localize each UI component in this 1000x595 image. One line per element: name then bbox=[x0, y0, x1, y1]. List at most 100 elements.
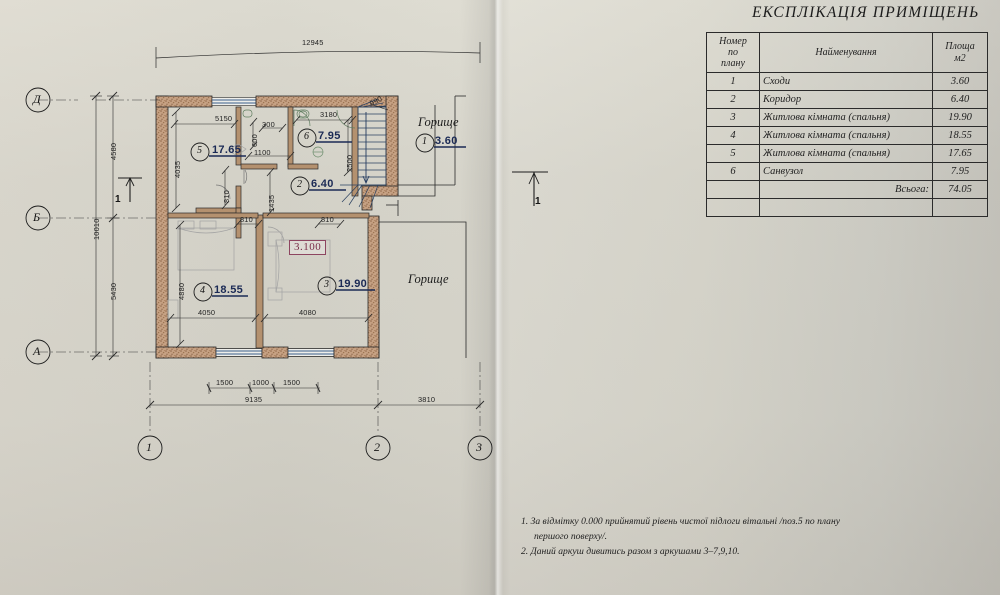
table-empty-row bbox=[706, 198, 988, 217]
inner-dim-810-left: 810 bbox=[222, 190, 231, 203]
table-header-row: Номер по плану Найменування Площа м2 bbox=[706, 32, 988, 73]
cell-area: 7.95 bbox=[932, 162, 988, 181]
bathroom-fixtures bbox=[242, 109, 310, 119]
bottom-dimension-lines bbox=[145, 382, 485, 410]
section-marker-label-right: 1 bbox=[535, 196, 541, 207]
top-overall-dimension-label: 12945 bbox=[302, 38, 324, 47]
room-area-1: 3.60 bbox=[435, 135, 458, 147]
cell-area: 3.60 bbox=[932, 72, 988, 91]
cell-name: Житлова кімната (спальня) bbox=[759, 144, 933, 163]
paper-fold-shadow bbox=[489, 0, 503, 595]
inner-dimension-ticks bbox=[166, 103, 389, 349]
inner-dim-600: 600 bbox=[250, 134, 259, 147]
inner-dim-810-bottom-left: 810 bbox=[240, 215, 253, 224]
room-area-5: 17.65 bbox=[212, 144, 242, 156]
attic-label-bottom: Горище bbox=[408, 272, 449, 286]
inner-dim-5150: 5150 bbox=[215, 114, 233, 123]
table-row: 6 Санвузол 7.95 bbox=[706, 162, 988, 181]
total-area: 74.05 bbox=[932, 180, 988, 199]
cell-name: Житлова кімната (спальня) bbox=[759, 126, 933, 145]
top-overall-dimension bbox=[155, 42, 481, 68]
left-dim-4580: 4580 bbox=[109, 142, 118, 160]
grid-label-d: Д bbox=[33, 92, 41, 106]
room-area-2: 6.40 bbox=[311, 178, 334, 190]
bottom-dim-9135: 9135 bbox=[245, 395, 263, 404]
cell-name: Сходи bbox=[759, 72, 933, 91]
inner-dim-4050: 4050 bbox=[198, 308, 216, 317]
table-row: 3 Житлова кімната (спальня) 19.90 bbox=[706, 108, 988, 127]
note-2: 2. Даний аркуш дивитись разом з аркушами… bbox=[521, 545, 740, 557]
bottom-subdim-1500-right: 1500 bbox=[283, 378, 301, 387]
attic-outline bbox=[378, 95, 467, 358]
table-total-row: Всьога: 74.05 bbox=[706, 180, 988, 199]
table-row: 4 Житлова кімната (спальня) 18.55 bbox=[706, 126, 988, 145]
cell-number: 2 bbox=[706, 90, 760, 109]
furniture bbox=[167, 143, 331, 319]
table-row: 2 Коридор 6.40 bbox=[706, 90, 988, 109]
grid-lines bbox=[38, 99, 481, 432]
table-row: 5 Житлова кімната (спальня) 17.65 bbox=[706, 144, 988, 163]
explication-table: Номер по плану Найменування Площа м2 1 С… bbox=[706, 32, 988, 217]
cell-number: 5 bbox=[706, 144, 760, 163]
room-area-3: 19.90 bbox=[338, 278, 368, 290]
room-area-4: 18.55 bbox=[214, 284, 244, 296]
exterior-walls bbox=[155, 95, 399, 359]
elevation-marker-3100: 3.100 bbox=[289, 240, 327, 255]
bottom-subdim-1000: 1000 bbox=[252, 378, 270, 387]
explication-title: ЕКСПЛІКАЦІЯ ПРИМІЩЕНЬ bbox=[752, 4, 980, 21]
bottom-subdim-1500-left: 1500 bbox=[216, 378, 234, 387]
cell-number: 1 bbox=[706, 72, 760, 91]
inner-dim-810-bottom-right: 810 bbox=[321, 215, 334, 224]
table-row: 1 Сходи 3.60 bbox=[706, 72, 988, 91]
room-number-bubbles bbox=[190, 128, 466, 302]
cell-empty bbox=[706, 198, 760, 217]
room-number-2: 2 bbox=[297, 179, 302, 190]
drawing-notes: 1. За відмітку 0.000 прийнятий рівень чи… bbox=[521, 515, 971, 560]
cell-empty bbox=[759, 198, 933, 217]
room-number-5: 5 bbox=[197, 145, 202, 156]
cell-number: 3 bbox=[706, 108, 760, 127]
grid-label-3: 3 bbox=[476, 440, 482, 454]
inner-dim-1100: 1100 bbox=[254, 148, 271, 157]
staircase bbox=[340, 98, 387, 209]
bottom-dim-3810: 3810 bbox=[418, 395, 436, 404]
cell-empty bbox=[706, 180, 760, 199]
section-markers bbox=[118, 171, 548, 206]
cell-area: 18.55 bbox=[932, 126, 988, 145]
header-name: Найменування bbox=[759, 32, 933, 73]
inner-dim-300: 300 bbox=[262, 120, 275, 129]
room-number-4: 4 bbox=[200, 285, 205, 296]
inner-dim-3180: 3180 bbox=[320, 110, 338, 119]
left-dim-10010: 10010 bbox=[92, 218, 101, 240]
note-1-line-2: першого поверху/. bbox=[534, 530, 608, 542]
grid-label-b: Б bbox=[33, 210, 41, 224]
grid-label-a: А bbox=[33, 344, 41, 358]
section-marker-label-left: 1 bbox=[115, 194, 121, 205]
attic-label-top: Горище bbox=[418, 115, 459, 129]
cell-area: 17.65 bbox=[932, 144, 988, 163]
cell-area: 19.90 bbox=[932, 108, 988, 127]
cell-name: Житлова кімната (спальня) bbox=[759, 108, 933, 127]
total-label: Всьога: bbox=[759, 180, 933, 199]
grid-label-2: 2 bbox=[374, 440, 380, 454]
inner-dim-4080: 4080 bbox=[299, 308, 317, 317]
room-area-6: 7.95 bbox=[318, 130, 341, 142]
cell-name: Санвузол bbox=[759, 162, 933, 181]
inner-dim-4880: 4880 bbox=[177, 282, 186, 300]
grid-label-1: 1 bbox=[146, 440, 152, 454]
left-dim-5430: 5430 bbox=[109, 282, 118, 300]
room-number-1: 1 bbox=[422, 136, 427, 147]
inner-dim-1435: 1435 bbox=[267, 194, 276, 212]
note-1-line-1: 1. За відмітку 0.000 прийнятий рівень чи… bbox=[521, 516, 840, 527]
grid-bubbles bbox=[25, 87, 493, 461]
inner-dim-4035: 4035 bbox=[173, 160, 182, 178]
left-dimension-lines bbox=[90, 91, 119, 361]
header-area: Площа м2 bbox=[932, 32, 988, 73]
cell-number: 4 bbox=[706, 126, 760, 145]
cell-empty bbox=[932, 198, 988, 217]
inner-dim-2500: 2500 bbox=[345, 154, 354, 172]
room-number-3: 3 bbox=[324, 279, 329, 290]
room-number-6: 6 bbox=[304, 131, 309, 142]
cell-name: Коридор bbox=[759, 90, 933, 109]
